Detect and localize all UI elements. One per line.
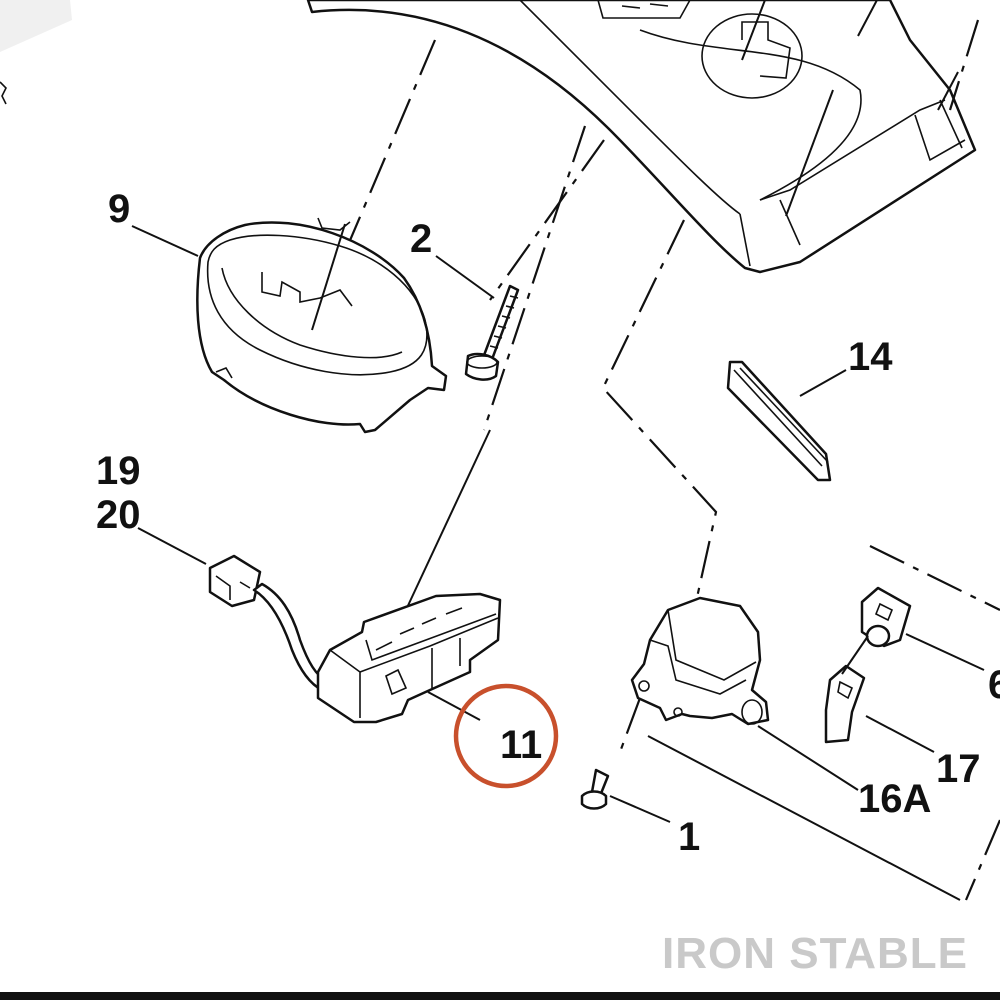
- highlight-circle-part-11: [453, 683, 559, 789]
- control-module-part-11: [316, 592, 502, 724]
- key-tag-part-6: [860, 586, 912, 648]
- callout-1: 1: [678, 815, 700, 859]
- callout-11: 11: [500, 723, 542, 767]
- actuator-part-16A: [630, 596, 770, 726]
- callout-17: 17: [936, 747, 981, 791]
- screw-part-1: [580, 768, 610, 810]
- harness-connector-part-19-20: [208, 554, 330, 692]
- key-part-17: [824, 664, 866, 744]
- upper-cover-part: [306, 0, 977, 274]
- bottom-border-bar: [0, 992, 1000, 1000]
- corner-fragment: [0, 0, 72, 52]
- callout-9: 9: [108, 187, 130, 231]
- callout-20: 20: [96, 493, 141, 537]
- watermark-text: IRON STABLE: [662, 929, 968, 978]
- edge-fragment: [0, 81, 7, 105]
- part-9-assembly-line: [311, 223, 346, 331]
- ring-bezel-part-9: [196, 217, 448, 434]
- strip-part-14: [726, 360, 832, 482]
- bolt-part-2: [464, 284, 520, 381]
- callout-2: 2: [410, 217, 432, 261]
- leader-lines: [131, 225, 985, 823]
- callout-16a: 16A: [858, 777, 931, 821]
- callout-14: 14: [848, 335, 893, 379]
- callout-19: 19: [96, 449, 141, 493]
- callout-6: 6: [988, 663, 1000, 707]
